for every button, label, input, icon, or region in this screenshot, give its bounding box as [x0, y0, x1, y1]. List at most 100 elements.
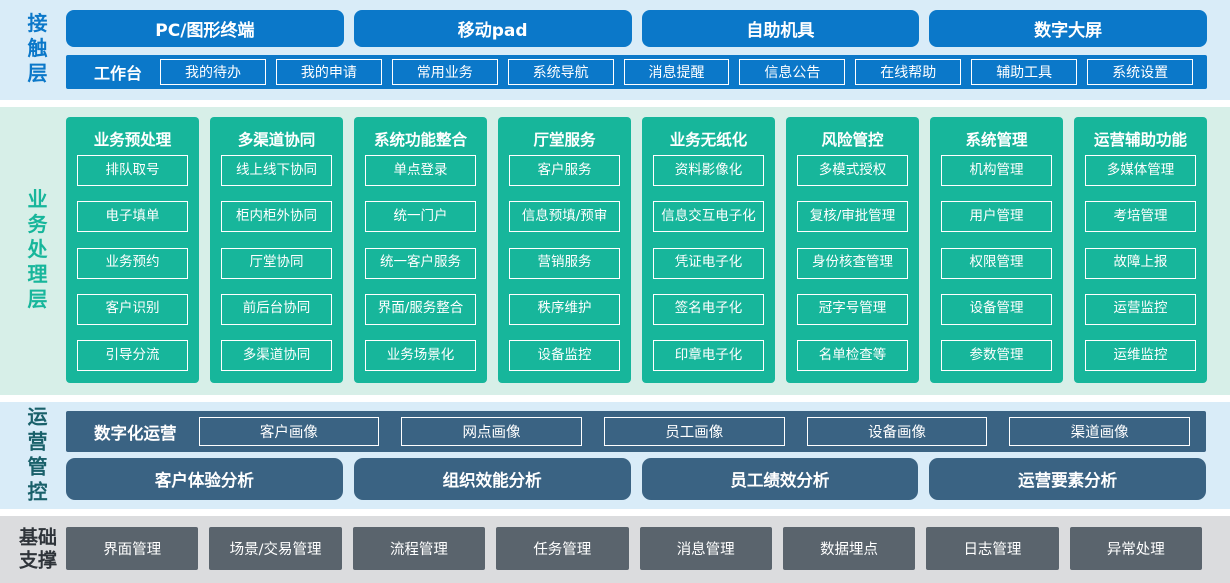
business-feature-box: 故障上报 — [1085, 247, 1196, 279]
business-column: 业务无纸化 资料影像化 信息交互电子化 凭证电子化 签名电子化 印章电子化 — [642, 117, 775, 383]
business-feature-box: 身份核查管理 — [797, 247, 908, 279]
analysis-box: 员工绩效分析 — [641, 458, 919, 500]
business-feature-box: 多渠道协同 — [221, 340, 332, 371]
workbench-item: 信息公告 — [739, 59, 846, 85]
business-feature-box: 线上线下协同 — [221, 155, 332, 186]
contact-layer-label: 接触层 — [24, 12, 48, 88]
business-layer-section: 业务处理层 业务预处理 排队取号 电子填单 业务预约 客户识别 引导分流 — [0, 107, 1230, 395]
analysis-box: 客户体验分析 — [66, 458, 343, 500]
channel-box: 自助机具 — [641, 10, 920, 47]
business-column-title: 系统管理 — [965, 131, 1028, 149]
business-feature-box: 运维监控 — [1085, 340, 1196, 371]
business-feature-box: 运营监控 — [1085, 293, 1196, 325]
business-feature-box: 多媒体管理 — [1085, 155, 1196, 186]
business-column: 业务预处理 排队取号 电子填单 业务预约 客户识别 引导分流 — [66, 117, 199, 383]
business-layer-label: 业务处理层 — [24, 188, 48, 314]
business-columns: 业务预处理 排队取号 电子填单 业务预约 客户识别 引导分流 — [66, 117, 1207, 383]
business-feature-box: 客户服务 — [509, 155, 620, 186]
business-column-items: 资料影像化 信息交互电子化 凭证电子化 签名电子化 印章电子化 — [653, 155, 764, 371]
business-feature-box: 名单检查等 — [797, 340, 908, 371]
ops-layer-label: 运营管控 — [24, 405, 48, 506]
channel-box: 移动pad — [353, 10, 632, 47]
business-column-title: 厅堂服务 — [533, 131, 596, 149]
analysis-row: 客户体验分析 组织效能分析 员工绩效分析 运营要素分析 — [66, 458, 1206, 500]
workbench-item: 消息提醒 — [623, 59, 730, 85]
business-feature-box: 机构管理 — [941, 155, 1052, 186]
workbench-item: 辅助工具 — [971, 59, 1078, 85]
business-column: 厅堂服务 客户服务 信息预填/预审 营销服务 秩序维护 设备监控 — [498, 117, 631, 383]
business-feature-box: 凭证电子化 — [653, 247, 764, 279]
business-feature-box: 业务预约 — [77, 247, 188, 279]
analysis-box: 运营要素分析 — [929, 458, 1206, 500]
foundation-box: 流程管理 — [352, 527, 486, 570]
business-column-items: 单点登录 统一门户 统一客户服务 界面/服务整合 业务场景化 — [365, 155, 476, 371]
business-column: 运营辅助功能 多媒体管理 考培管理 故障上报 运营监控 运维监控 — [1074, 117, 1207, 383]
business-feature-box: 引导分流 — [77, 340, 188, 371]
business-feature-box: 秩序维护 — [509, 293, 620, 325]
workbench-item: 在线帮助 — [855, 59, 962, 85]
business-column: 系统功能整合 单点登录 统一门户 统一客户服务 界面/服务整合 业务场景化 — [354, 117, 487, 383]
foundation-box: 界面管理 — [66, 527, 199, 570]
business-column: 系统管理 机构管理 用户管理 权限管理 设备管理 参数管理 — [930, 117, 1063, 383]
business-feature-box: 单点登录 — [365, 155, 476, 186]
digital-ops-label: 数字化运营 — [94, 423, 177, 443]
business-feature-box: 设备监控 — [509, 340, 620, 371]
business-feature-box: 用户管理 — [941, 201, 1052, 233]
workbench-label: 工作台 — [94, 64, 143, 83]
business-feature-box: 电子填单 — [77, 201, 188, 233]
workbench-item: 我的申请 — [275, 59, 382, 85]
business-feature-box: 统一客户服务 — [365, 247, 476, 279]
business-feature-box: 考培管理 — [1085, 201, 1196, 233]
foundation-box: 任务管理 — [496, 527, 629, 570]
business-column-items: 线上线下协同 柜内柜外协同 厅堂协同 前后台协同 多渠道协同 — [221, 155, 332, 371]
portrait-box: 客户画像 — [198, 417, 380, 446]
foundation-box: 数据埋点 — [782, 527, 916, 570]
foundation-box: 异常处理 — [1069, 527, 1202, 570]
contact-layer-section: 接触层 PC/图形终端 移动pad 自助机具 数字大屏 工作台 我的待办 我的申… — [0, 0, 1230, 100]
business-column-title: 业务无纸化 — [669, 131, 748, 149]
foundation-box: 消息管理 — [639, 527, 772, 570]
portrait-box: 设备画像 — [806, 417, 988, 446]
business-feature-box: 客户识别 — [77, 293, 188, 325]
digital-ops-items: 客户画像 网点画像 员工画像 设备画像 渠道画像 — [198, 417, 1191, 446]
business-feature-box: 多模式授权 — [797, 155, 908, 186]
business-feature-box: 参数管理 — [941, 340, 1052, 371]
business-feature-box: 前后台协同 — [221, 293, 332, 325]
business-column-items: 机构管理 用户管理 权限管理 设备管理 参数管理 — [941, 155, 1052, 371]
business-column: 风险管控 多模式授权 复核/审批管理 身份核查管理 冠字号管理 名单检查等 — [786, 117, 919, 383]
foundation-box: 场景/交易管理 — [209, 527, 342, 570]
business-feature-box: 权限管理 — [941, 247, 1052, 279]
business-column-title: 风险管控 — [821, 131, 884, 149]
foundation-layer-section: 基础支撑 界面管理 场景/交易管理 流程管理 任务管理 消息管理 数据埋点 日志… — [0, 516, 1230, 583]
business-feature-box: 印章电子化 — [653, 340, 764, 371]
ops-layer-section: 运营管控 数字化运营 客户画像 网点画像 员工画像 设备画像 渠道画像 客户体验… — [0, 402, 1230, 509]
portrait-box: 网点画像 — [401, 417, 582, 446]
portrait-box: 员工画像 — [603, 417, 785, 446]
workbench-bar: 工作台 我的待办 我的申请 常用业务 系统导航 消息提醒 信息公告 在线帮助 辅… — [66, 55, 1207, 89]
channel-row: PC/图形终端 移动pad 自助机具 数字大屏 — [66, 10, 1207, 47]
business-column-items: 多媒体管理 考培管理 故障上报 运营监控 运维监控 — [1085, 155, 1196, 371]
digital-ops-bar: 数字化运营 客户画像 网点画像 员工画像 设备画像 渠道画像 — [66, 411, 1206, 452]
workbench-item: 系统设置 — [1087, 59, 1194, 85]
workbench-item: 常用业务 — [391, 59, 498, 85]
business-feature-box: 业务场景化 — [365, 340, 476, 371]
business-feature-box: 排队取号 — [77, 155, 188, 186]
workbench-item: 我的待办 — [160, 59, 266, 85]
business-feature-box: 界面/服务整合 — [365, 293, 476, 325]
business-feature-box: 冠字号管理 — [797, 293, 908, 325]
workbench-items: 我的待办 我的申请 常用业务 系统导航 消息提醒 信息公告 在线帮助 辅助工具 … — [160, 59, 1194, 85]
business-feature-box: 签名电子化 — [653, 293, 764, 325]
business-feature-box: 设备管理 — [941, 293, 1052, 325]
business-column-title: 系统功能整合 — [373, 131, 467, 149]
business-feature-box: 复核/审批管理 — [797, 201, 908, 233]
foundation-items: 界面管理 场景/交易管理 流程管理 任务管理 消息管理 数据埋点 日志管理 异常… — [66, 527, 1202, 570]
business-feature-box: 营销服务 — [509, 247, 620, 279]
business-feature-box: 柜内柜外协同 — [221, 201, 332, 233]
workbench-item: 系统导航 — [507, 59, 614, 85]
business-column: 多渠道协同 线上线下协同 柜内柜外协同 厅堂协同 前后台协同 多渠道协同 — [210, 117, 343, 383]
business-feature-box: 信息交互电子化 — [653, 201, 764, 233]
business-column-title: 多渠道协同 — [237, 131, 316, 149]
business-feature-box: 信息预填/预审 — [509, 201, 620, 233]
foundation-layer-label: 基础支撑 — [18, 525, 57, 572]
business-column-items: 排队取号 电子填单 业务预约 客户识别 引导分流 — [77, 155, 188, 371]
